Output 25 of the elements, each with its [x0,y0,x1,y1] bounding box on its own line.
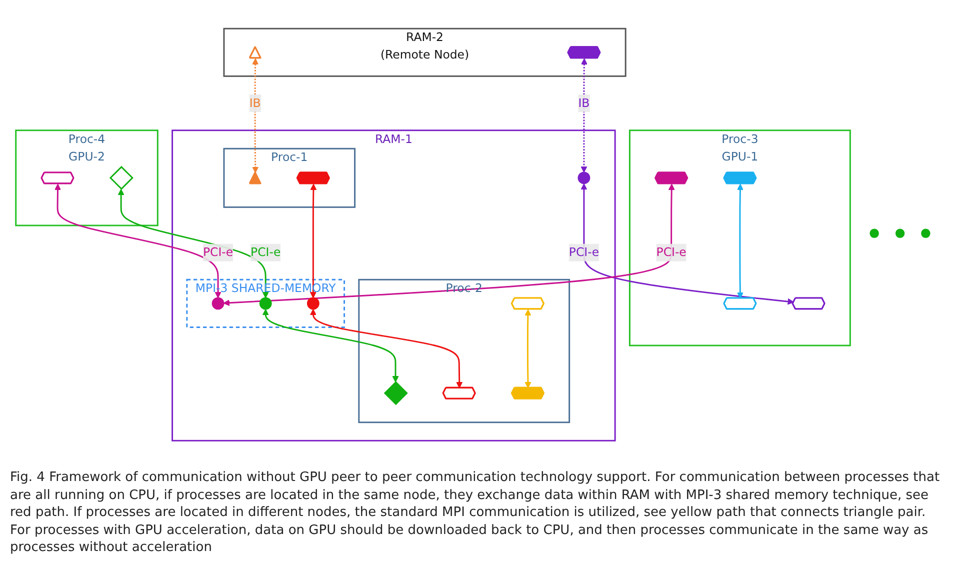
arrow [524,309,532,388]
edge-label: IB [249,96,261,110]
edge-label: PCI-e [656,245,686,260]
edge-label: IB [578,96,590,110]
arrow [252,58,259,174]
edge-label: PCI-e [568,245,600,260]
figure-caption: Fig. 4 Framework of communication without GPU peer to peer communication technology support. For communication between processes that are all running on CPU, if processes are located in the same node, they exchange data within RAM with MPI-3 shared memory technique, see red path. If processes are located in different nodes, the standard MPI communication is utilized, see yellow path that connects triangle pair. For processes with GPU acceleration, data on GPU should be downloaded back to CPU, and then processes communicate in the same way as processes without acceleration [10,469,941,557]
edge-label: PCI-e [250,245,281,260]
arrow [118,188,269,298]
arrow [54,184,222,298]
node-circle [306,297,320,310]
arrow [580,58,588,173]
node-circle [212,297,224,310]
node-diamond [109,166,134,190]
node-circle [578,172,590,184]
node-diamond [384,381,408,406]
arrow [262,308,399,382]
arrow [310,308,463,388]
ellipsis-text: • • • [866,220,934,250]
edge-label: PCI-e [202,245,234,260]
node-circle [259,297,272,310]
arrow [310,184,317,298]
arrow [223,184,675,306]
arrow [580,183,794,305]
arrow [736,184,744,299]
